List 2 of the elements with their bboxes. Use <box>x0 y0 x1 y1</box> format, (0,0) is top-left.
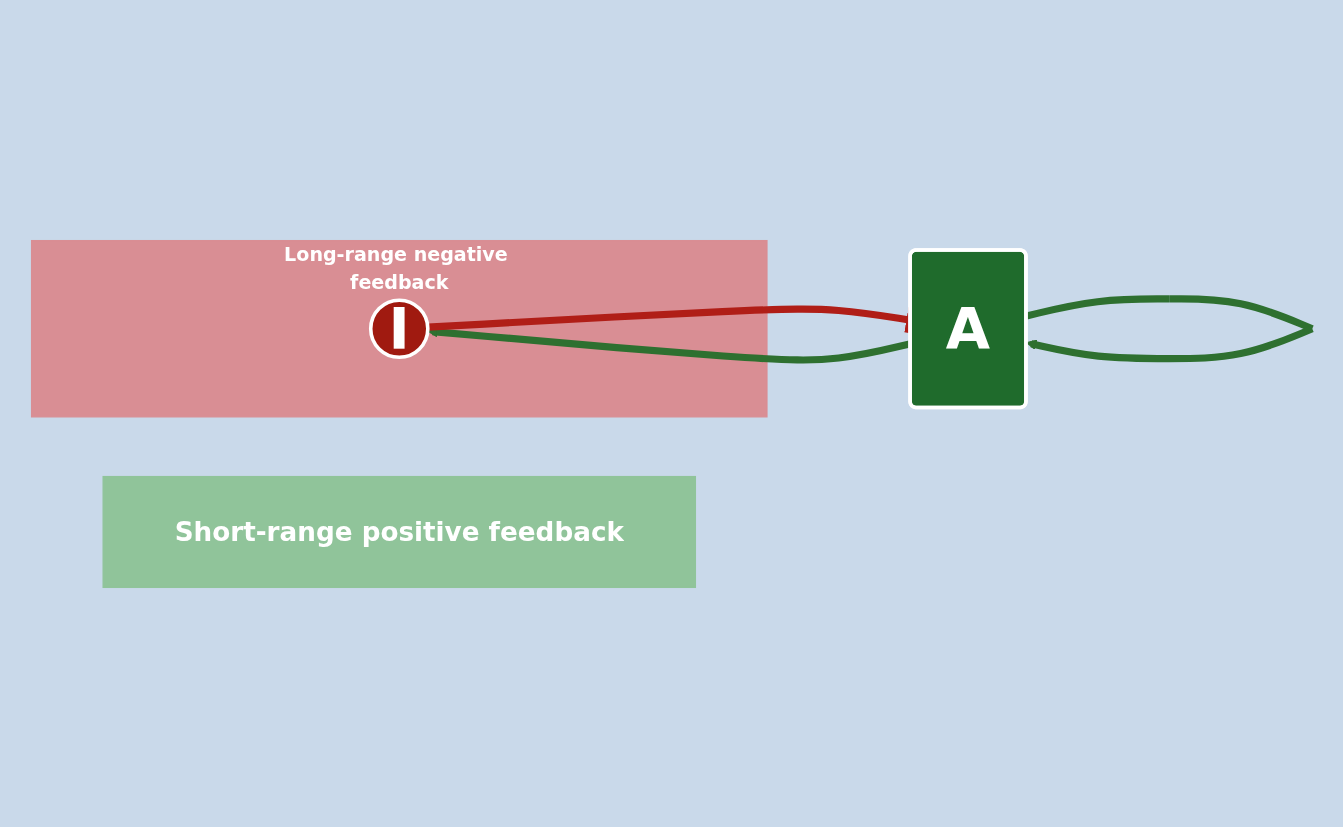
node-circle: I <box>368 297 430 359</box>
node-box: Short-range positive feedback <box>102 475 696 588</box>
